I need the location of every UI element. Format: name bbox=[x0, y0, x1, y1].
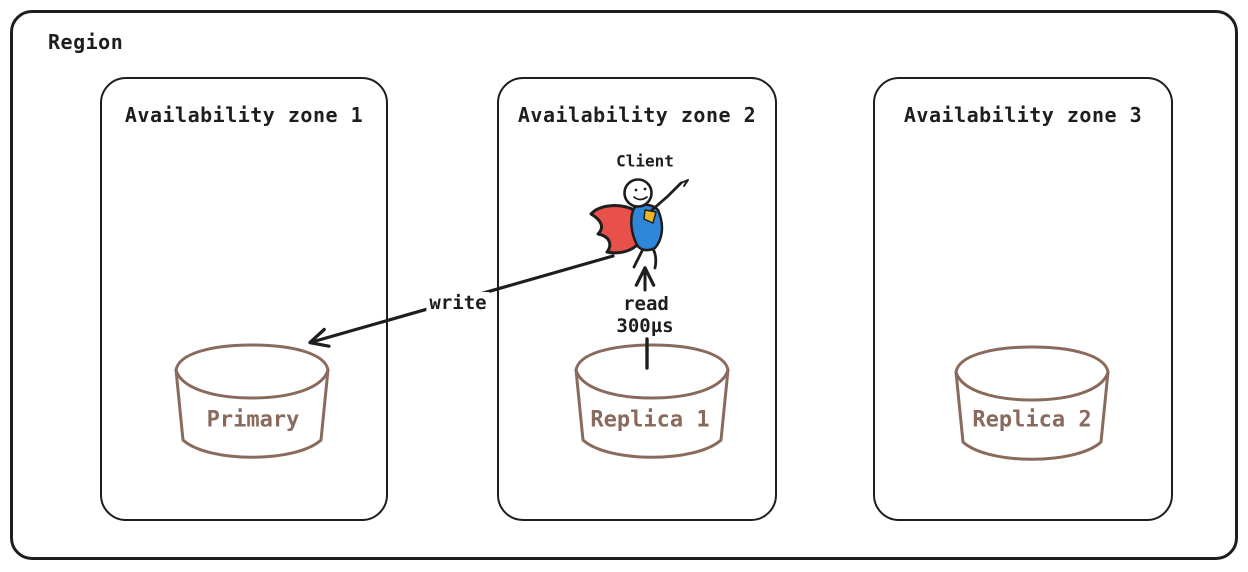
region-box bbox=[10, 10, 1238, 560]
client-label: Client bbox=[616, 151, 674, 171]
read-arrow-label: read bbox=[623, 293, 669, 315]
zone-2-label: Availability zone 2 bbox=[517, 103, 757, 127]
write-arrow-label: write bbox=[426, 292, 490, 314]
read-latency-label: 300µs bbox=[616, 315, 674, 337]
availability-zone-1-box: Availability zone 1 bbox=[100, 77, 388, 521]
zone-1-label: Availability zone 1 bbox=[124, 103, 364, 127]
replica-2-db-label: Replica 2 bbox=[972, 407, 1092, 433]
replica-1-db-label: Replica 1 bbox=[590, 407, 710, 433]
region-label: Region bbox=[48, 30, 124, 54]
primary-db-label: Primary bbox=[206, 407, 300, 433]
zone-3-label: Availability zone 3 bbox=[903, 103, 1143, 127]
availability-zone-3-box: Availability zone 3 bbox=[873, 77, 1173, 521]
